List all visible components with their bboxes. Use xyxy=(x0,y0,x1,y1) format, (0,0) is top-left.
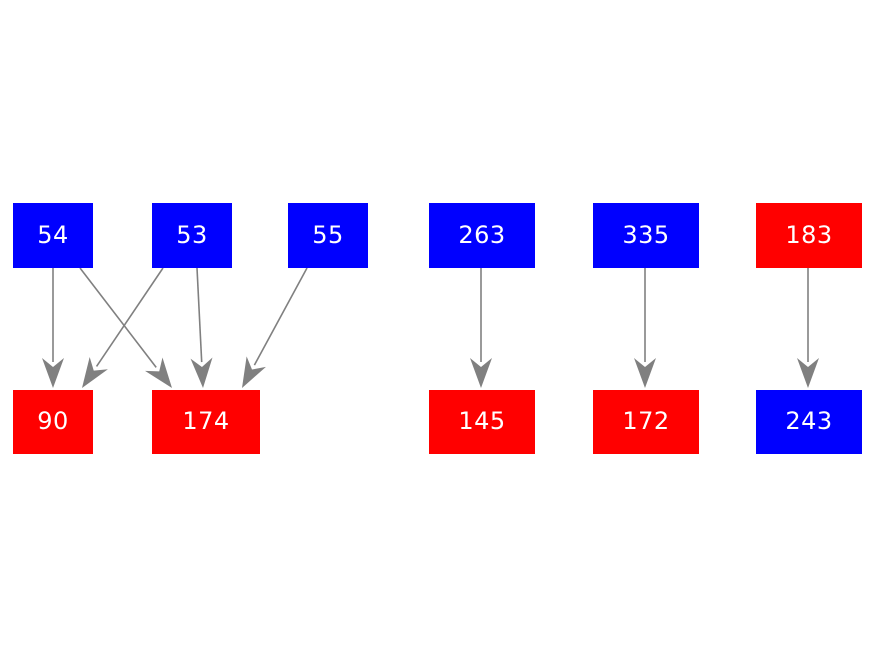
node-145[interactable]: 145 xyxy=(429,390,535,454)
node-243[interactable]: 243 xyxy=(756,390,862,454)
edge-shaft xyxy=(253,267,308,366)
node-label: 335 xyxy=(622,220,670,249)
node-54[interactable]: 54 xyxy=(13,203,93,268)
edge-54-to-90 xyxy=(42,268,64,388)
node-label: 145 xyxy=(458,407,506,435)
node-label: 174 xyxy=(182,407,230,435)
arrowhead-icon xyxy=(42,358,64,388)
node-label: 54 xyxy=(37,220,69,249)
edge-183-to-243 xyxy=(797,268,819,388)
node-263[interactable]: 263 xyxy=(429,203,535,268)
edge-shaft xyxy=(95,267,164,367)
edge-53-to-90 xyxy=(82,267,164,388)
arrowhead-icon xyxy=(470,358,492,388)
arrowhead-icon xyxy=(145,357,172,388)
node-label: 263 xyxy=(458,220,506,249)
node-label: 90 xyxy=(37,407,69,435)
node-label: 55 xyxy=(312,220,344,249)
node-label: 183 xyxy=(785,220,833,249)
node-90[interactable]: 90 xyxy=(13,390,93,454)
edge-335-to-172 xyxy=(634,268,656,388)
node-174[interactable]: 174 xyxy=(152,390,260,454)
node-label: 172 xyxy=(622,407,670,435)
node-335[interactable]: 335 xyxy=(593,203,699,268)
arrowhead-icon xyxy=(797,358,819,388)
node-183[interactable]: 183 xyxy=(756,203,862,268)
arrowhead-icon xyxy=(190,357,213,388)
arrowhead-icon xyxy=(634,358,656,388)
edge-263-to-145 xyxy=(470,268,492,388)
edge-54-to-174 xyxy=(79,267,172,388)
node-label: 53 xyxy=(176,220,208,249)
edge-shaft xyxy=(79,267,157,368)
arrowhead-icon xyxy=(82,356,108,388)
edge-53-to-174 xyxy=(190,267,213,388)
arrowhead-icon xyxy=(242,356,266,388)
node-172[interactable]: 172 xyxy=(593,390,699,454)
node-label: 243 xyxy=(785,407,833,435)
edge-55-to-174 xyxy=(242,267,308,388)
node-53[interactable]: 53 xyxy=(152,203,232,268)
edge-shaft xyxy=(196,267,203,363)
node-55[interactable]: 55 xyxy=(288,203,368,268)
